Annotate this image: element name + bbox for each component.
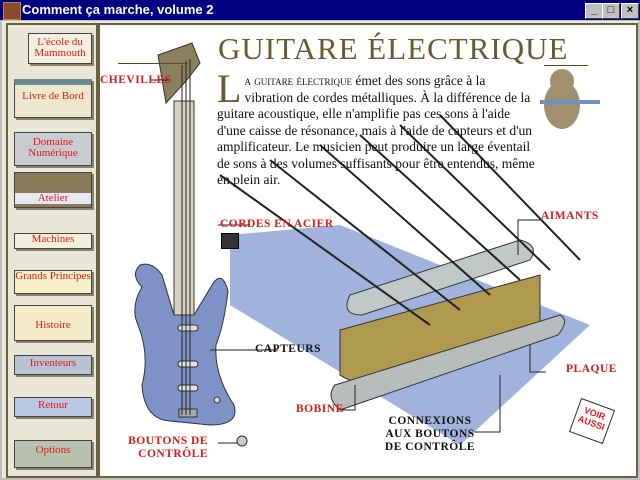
nav-histoire[interactable]: Histoire <box>14 305 92 341</box>
label-boutons: BOUTONS DE CONTRÔLE <box>128 435 208 460</box>
label-connexions: CONNEXIONS AUX BOUTONS DE CONTRÔLE <box>384 415 476 453</box>
label-capteurs: CAPTEURS <box>255 343 321 355</box>
nav-grands-principes[interactable]: Grands Principes <box>14 270 92 294</box>
sidebar: L'école du Mammouth Livre de Bord Domain… <box>6 23 98 478</box>
nav-domaine-numerique[interactable]: Domaine Numérique <box>14 132 92 166</box>
maximize-button[interactable]: □ <box>602 3 620 19</box>
mammoth-guitarist-icon <box>540 69 600 129</box>
intro-text: émet des sons grâce à la vibration de co… <box>217 73 535 187</box>
label-cordes: CORDES EN ACIER <box>220 218 334 230</box>
title-rule-left <box>118 63 188 64</box>
close-button[interactable]: × <box>621 3 639 19</box>
label-bobine: BOBINE <box>296 403 344 415</box>
drop-cap: L <box>217 66 242 111</box>
title-rule-right <box>544 65 588 66</box>
app-icon <box>3 2 21 20</box>
minimize-button[interactable]: _ <box>585 3 603 19</box>
nav-inventeurs[interactable]: Inventeurs <box>14 355 92 375</box>
app-frame: L'école du Mammouth Livre de Bord Domain… <box>2 21 638 478</box>
nav-livre-de-bord[interactable]: Livre de Bord <box>14 79 92 118</box>
guitar-illustration <box>134 42 248 447</box>
nav-atelier[interactable]: Atelier <box>14 172 92 208</box>
nav-machines[interactable]: Machines <box>14 233 92 249</box>
nav-options[interactable]: Options <box>14 440 92 468</box>
label-plaque: PLAQUE <box>566 363 617 375</box>
page-title: Guitare électrique <box>218 31 569 66</box>
label-chevilles: CHEVILLES <box>100 74 172 86</box>
nav-ecole-mammouth[interactable]: L'école du Mammouth <box>28 33 92 64</box>
nav-atelier-label: Atelier <box>15 193 91 204</box>
content-area: Guitare électrique La guitare électrique… <box>98 23 638 478</box>
voir-aussi-label: VOIR AUSSI <box>576 405 607 433</box>
intro-lead: a guitare électrique <box>244 73 352 88</box>
label-aimants: AIMANTS <box>541 210 599 222</box>
title-bar: Comment ça marche, volume 2 _ □ × <box>0 0 640 20</box>
window-title: Comment ça marche, volume 2 <box>22 2 214 17</box>
illustration <box>134 42 600 447</box>
nav-retour[interactable]: Retour <box>14 397 92 417</box>
video-clip-icon[interactable] <box>221 233 239 249</box>
